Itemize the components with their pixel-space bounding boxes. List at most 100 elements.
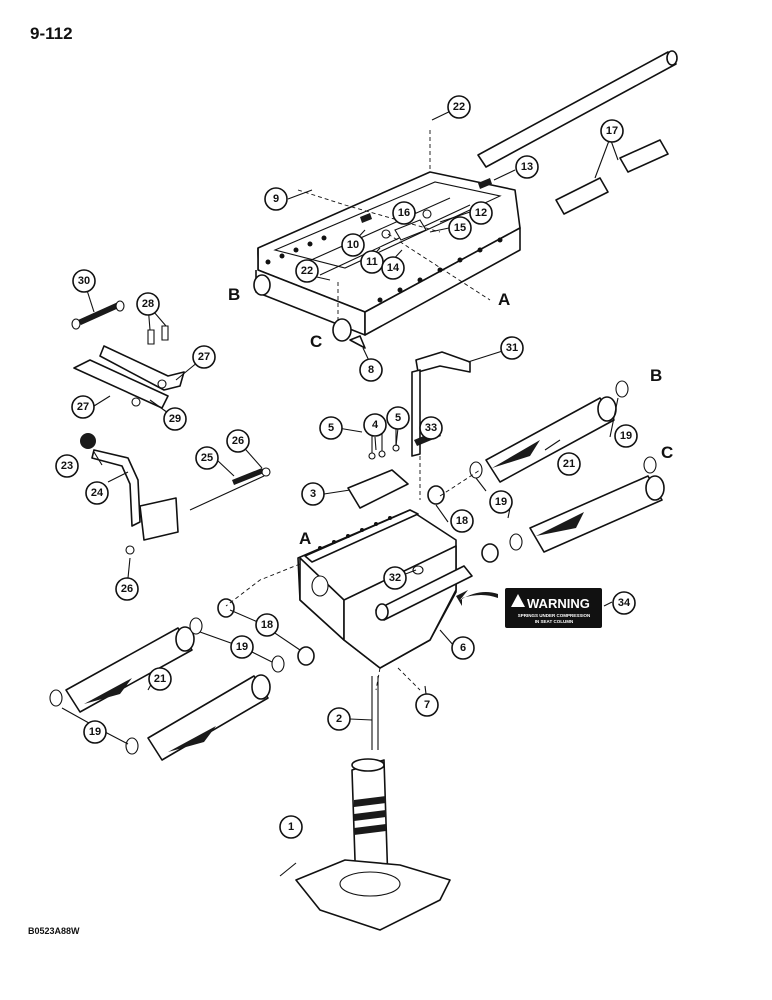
svg-text:26: 26 xyxy=(121,583,133,595)
svg-text:3: 3 xyxy=(310,488,316,500)
illustration-code: B0523A88W xyxy=(28,926,80,936)
svg-text:17: 17 xyxy=(606,125,618,137)
svg-text:34: 34 xyxy=(618,597,631,609)
callout-27b: 27 xyxy=(71,395,95,419)
svg-text:19: 19 xyxy=(495,496,507,508)
svg-text:21: 21 xyxy=(154,673,166,685)
seat-base-part xyxy=(297,509,473,669)
svg-text:33: 33 xyxy=(425,422,437,434)
svg-text:5: 5 xyxy=(395,412,401,424)
svg-text:11: 11 xyxy=(366,256,378,268)
assembly-lines xyxy=(225,130,491,691)
callout-24: 24 xyxy=(85,481,109,505)
svg-text:22: 22 xyxy=(453,101,465,113)
tube-parts xyxy=(477,50,678,215)
callout-15: 15 xyxy=(448,216,472,240)
callout-28: 28 xyxy=(136,292,160,316)
svg-text:29: 29 xyxy=(169,413,181,425)
svg-text:14: 14 xyxy=(387,262,400,274)
callout-29: 29 xyxy=(163,407,187,431)
svg-text:22: 22 xyxy=(301,265,313,277)
warning-line-2: IN SEAT COLUMN xyxy=(535,619,573,624)
callout-32: 32 xyxy=(383,566,407,590)
callout-27a: 27 xyxy=(192,345,216,369)
column-parts xyxy=(295,676,451,931)
callout-11: 11 xyxy=(360,250,384,274)
callout-9: 9 xyxy=(264,187,288,211)
svg-text:19: 19 xyxy=(620,430,632,442)
svg-text:15: 15 xyxy=(454,222,466,234)
svg-text:18: 18 xyxy=(261,619,273,631)
svg-text:7: 7 xyxy=(424,699,430,711)
ref-letter-a-base: A xyxy=(299,529,311,548)
callout-8: 8 xyxy=(359,358,383,382)
reference-letters: B C A B C A xyxy=(228,285,673,548)
callout-labels: 1 2 3 4 5 5 6 7 8 9 10 11 12 13 14 15 16… xyxy=(55,95,638,839)
ref-letter-b-top: B xyxy=(228,285,240,304)
svg-text:5: 5 xyxy=(328,422,334,434)
callout-31: 31 xyxy=(500,336,524,360)
callout-3: 3 xyxy=(301,482,325,506)
svg-text:18: 18 xyxy=(456,515,468,527)
callout-13: 13 xyxy=(515,155,539,179)
lever-parts xyxy=(80,433,271,555)
callout-26b: 26 xyxy=(115,577,139,601)
svg-text:21: 21 xyxy=(563,458,575,470)
callout-21a: 21 xyxy=(557,452,581,476)
svg-text:1: 1 xyxy=(288,821,294,833)
callout-12: 12 xyxy=(469,201,493,225)
svg-text:24: 24 xyxy=(91,487,104,499)
callout-18a: 18 xyxy=(450,509,474,533)
callout-19b: 19 xyxy=(489,490,513,514)
svg-text:8: 8 xyxy=(368,364,374,376)
callout-30: 30 xyxy=(72,269,96,293)
callout-22b: 22 xyxy=(295,259,319,283)
svg-text:19: 19 xyxy=(236,641,248,653)
callout-19d: 19 xyxy=(83,720,107,744)
callout-23: 23 xyxy=(55,454,79,478)
svg-text:13: 13 xyxy=(521,161,533,173)
callout-7: 7 xyxy=(415,693,439,717)
svg-text:30: 30 xyxy=(78,275,90,287)
svg-text:2: 2 xyxy=(336,713,342,725)
callout-21b: 21 xyxy=(148,667,172,691)
svg-text:25: 25 xyxy=(201,452,213,464)
bracket-parts xyxy=(411,351,471,457)
svg-text:19: 19 xyxy=(89,726,101,738)
svg-text:9: 9 xyxy=(273,193,279,205)
callout-19c: 19 xyxy=(230,635,254,659)
svg-text:16: 16 xyxy=(398,207,410,219)
callout-33: 33 xyxy=(419,416,443,440)
svg-text:10: 10 xyxy=(347,239,359,251)
svg-text:6: 6 xyxy=(460,642,466,654)
callout-17: 17 xyxy=(600,119,624,143)
svg-text:32: 32 xyxy=(389,572,401,584)
callout-2: 2 xyxy=(327,707,351,731)
callout-6: 6 xyxy=(451,636,475,660)
callout-19a: 19 xyxy=(614,424,638,448)
callout-26a: 26 xyxy=(226,429,250,453)
svg-text:23: 23 xyxy=(61,460,73,472)
svg-text:4: 4 xyxy=(372,419,379,431)
ref-letter-a-top: A xyxy=(498,290,510,309)
ref-letter-c-top: C xyxy=(310,332,322,351)
callout-22a: 22 xyxy=(447,95,471,119)
svg-text:28: 28 xyxy=(142,298,154,310)
callout-16: 16 xyxy=(392,201,416,225)
callout-5b: 5 xyxy=(386,406,410,430)
roller-parts xyxy=(49,380,665,761)
callout-25: 25 xyxy=(195,446,219,470)
svg-text:26: 26 xyxy=(232,435,244,447)
callout-10: 10 xyxy=(341,233,365,257)
page-number: 9-112 xyxy=(30,24,73,43)
callout-1: 1 xyxy=(279,815,303,839)
callout-34: 34 xyxy=(612,591,636,615)
svg-text:31: 31 xyxy=(506,342,518,354)
ref-letter-b-right: B xyxy=(650,366,662,385)
callout-5a: 5 xyxy=(319,416,343,440)
warning-decal: WARNING SPRINGS UNDER COMPRESSION IN SEA… xyxy=(505,588,602,628)
svg-text:12: 12 xyxy=(475,207,487,219)
svg-text:27: 27 xyxy=(198,351,210,363)
svg-text:27: 27 xyxy=(77,401,89,413)
